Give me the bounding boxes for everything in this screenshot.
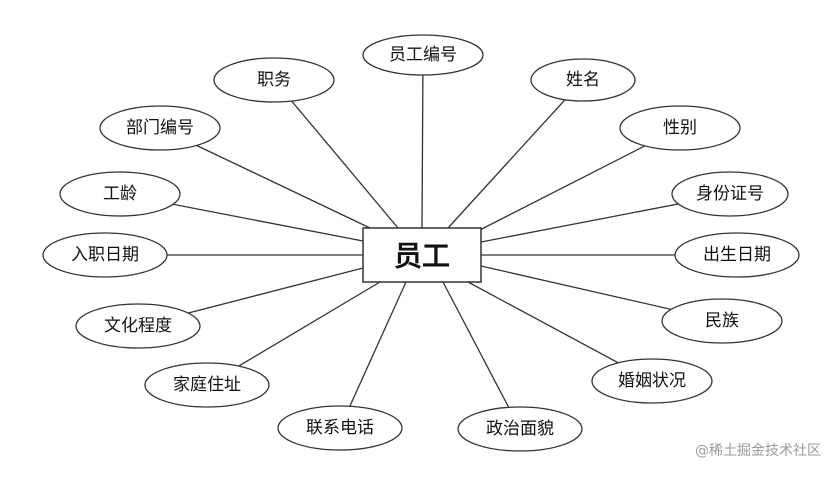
attribute-ellipse [42,232,168,278]
attribute-hire-date: 入职日期 [42,232,168,278]
attribute-political-status: 政治面貌 [457,406,583,452]
attribute-label: 出生日期 [703,245,771,265]
connector-phone [339,281,407,429]
entity-employee: 员工 [362,227,482,283]
attribute-ellipse [144,362,270,408]
attribute-label: 姓名 [566,70,600,90]
attribute-gender: 性别 [619,105,741,151]
attribute-label: 政治面貌 [486,419,554,439]
attribute-ellipse [591,358,713,404]
watermark: @稀土掘金技术社区 [695,443,821,459]
attribute-ellipse [59,171,181,217]
connector-political-status [442,281,521,430]
attribute-ellipse [671,171,789,217]
attribute-ellipse [277,405,403,451]
attribute-birth-date: 出生日期 [674,232,800,278]
attribute-seniority: 工龄 [59,171,181,217]
attribute-label: 性别 [663,118,697,138]
attribute-education: 文化程度 [75,303,201,349]
attribute-label: 身份证号 [696,184,764,204]
attribute-ellipse [99,105,221,151]
connector-name [447,79,584,229]
attribute-label: 民族 [705,311,739,331]
attribute-phone: 联系电话 [277,405,403,451]
attribute-ellipse [674,232,800,278]
attribute-dept-id: 部门编号 [99,105,221,151]
connector-position [273,79,399,229]
attribute-ellipse [530,58,636,102]
attribute-ellipse [619,105,741,151]
attribute-ellipse [457,406,583,452]
attribute-ethnicity: 民族 [661,298,783,344]
attribute-employee-id: 员工编号 [362,34,484,76]
attribute-label: 工龄 [103,184,137,204]
entity-label: 员工 [394,240,450,273]
attribute-label: 入职日期 [71,245,139,265]
attribute-ellipse [75,303,201,349]
attribute-label: 职务 [257,70,291,90]
attribute-label: 部门编号 [126,118,194,138]
entity-box [362,227,482,283]
attribute-label: 员工编号 [389,45,457,65]
attribute-ellipse [661,298,783,344]
attribute-marital-status: 婚姻状况 [591,358,713,404]
attribute-id-number: 身份证号 [671,171,789,217]
attribute-name: 姓名 [530,58,636,102]
attribute-address: 家庭住址 [144,362,270,408]
attribute-label: 家庭住址 [173,375,241,395]
attribute-position: 职务 [213,57,335,103]
attribute-label: 联系电话 [306,418,374,438]
attribute-label: 婚姻状况 [618,371,686,391]
attribute-ellipse [362,34,484,76]
attribute-ellipse [213,57,335,103]
attribute-label: 文化程度 [104,316,172,336]
connector-employee-id [421,54,424,229]
